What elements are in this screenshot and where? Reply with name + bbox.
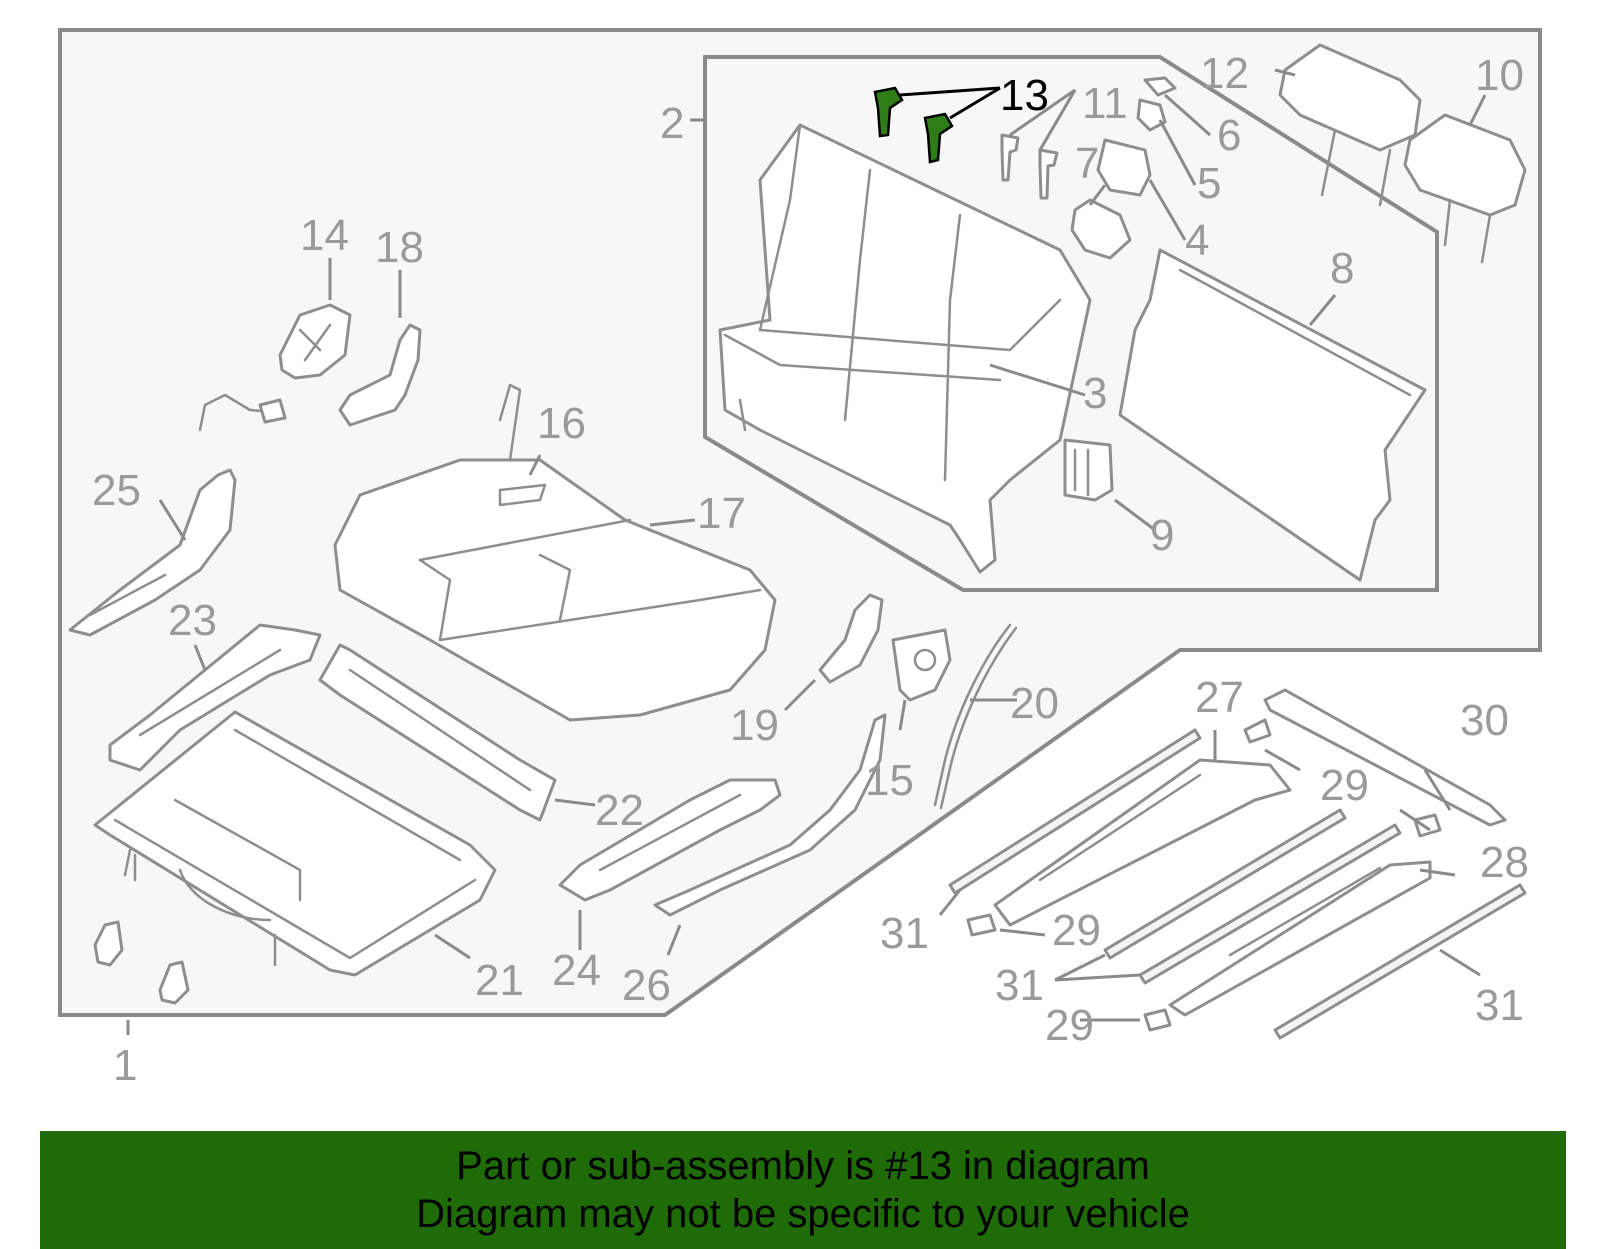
label-26: 26 [622, 961, 671, 1010]
label-25: 25 [92, 466, 141, 515]
label-14: 14 [300, 211, 349, 260]
label-15: 15 [865, 756, 914, 805]
cover-19 [818, 593, 884, 684]
headrest-center [1403, 113, 1527, 264]
latch-parts [1070, 76, 1177, 260]
bracket-15 [891, 628, 952, 702]
seat-cushion [333, 383, 777, 722]
banner-disclaimer: Diagram may not be specific to your vehi… [416, 1192, 1190, 1236]
label-22: 22 [595, 786, 644, 835]
label-24: 24 [552, 946, 601, 995]
harness-clip [198, 393, 287, 432]
label-11: 11 [1082, 79, 1128, 128]
label-19: 19 [730, 701, 779, 750]
info-banner: Part or sub-assembly is #13 in diagram D… [40, 1131, 1566, 1249]
trim-26 [653, 713, 887, 917]
label-7: 7 [1075, 139, 1099, 188]
label-31-left: 31 [880, 909, 929, 958]
seat-frame-rail [318, 643, 557, 822]
label-9: 9 [1150, 511, 1174, 560]
callout-labels: 1 2 3 4 5 6 7 8 9 10 11 12 13 14 15 16 1… [92, 49, 1529, 1090]
label-6: 6 [1217, 111, 1241, 160]
label-10: 10 [1475, 51, 1524, 100]
seat-frame [93, 710, 497, 977]
label-2: 2 [660, 99, 684, 148]
seatback-cushion [718, 123, 1092, 574]
hinge-cover-14 [278, 303, 352, 380]
label-12: 12 [1200, 49, 1249, 98]
part-11-studs [1000, 133, 1059, 200]
label-4: 4 [1185, 216, 1209, 265]
side-bracket-23 [108, 623, 322, 772]
label-23: 23 [168, 596, 217, 645]
label-29-lower: 29 [1045, 1001, 1094, 1050]
side-trim-25 [68, 468, 237, 637]
label-3: 3 [1083, 369, 1107, 418]
part-13-highlight [873, 86, 954, 164]
label-31-middle: 31 [995, 961, 1044, 1010]
label-21: 21 [475, 956, 524, 1005]
label-29-upper: 29 [1320, 761, 1369, 810]
label-17: 17 [697, 489, 746, 538]
cover-18 [338, 323, 422, 427]
label-1: 1 [113, 1041, 137, 1090]
label-8: 8 [1330, 244, 1354, 293]
seatback-bracket [1063, 438, 1114, 502]
seatback-board [1118, 248, 1427, 582]
label-30: 30 [1460, 696, 1509, 745]
cable-20 [933, 623, 1018, 810]
leader-lines [126, 68, 1487, 1035]
label-28: 28 [1480, 838, 1529, 887]
label-18: 18 [375, 223, 424, 272]
hooks [93, 920, 190, 1005]
label-27: 27 [1195, 673, 1244, 722]
label-31-right: 31 [1475, 981, 1524, 1030]
label-29-middle: 29 [1052, 906, 1101, 955]
bracket-24 [558, 778, 782, 902]
label-13: 13 [1000, 71, 1049, 120]
label-5: 5 [1197, 159, 1221, 208]
label-16: 16 [537, 399, 586, 448]
banner-part-note: Part or sub-assembly is #13 in diagram [456, 1144, 1150, 1188]
label-20: 20 [1010, 679, 1059, 728]
slide-rails [948, 688, 1527, 1040]
